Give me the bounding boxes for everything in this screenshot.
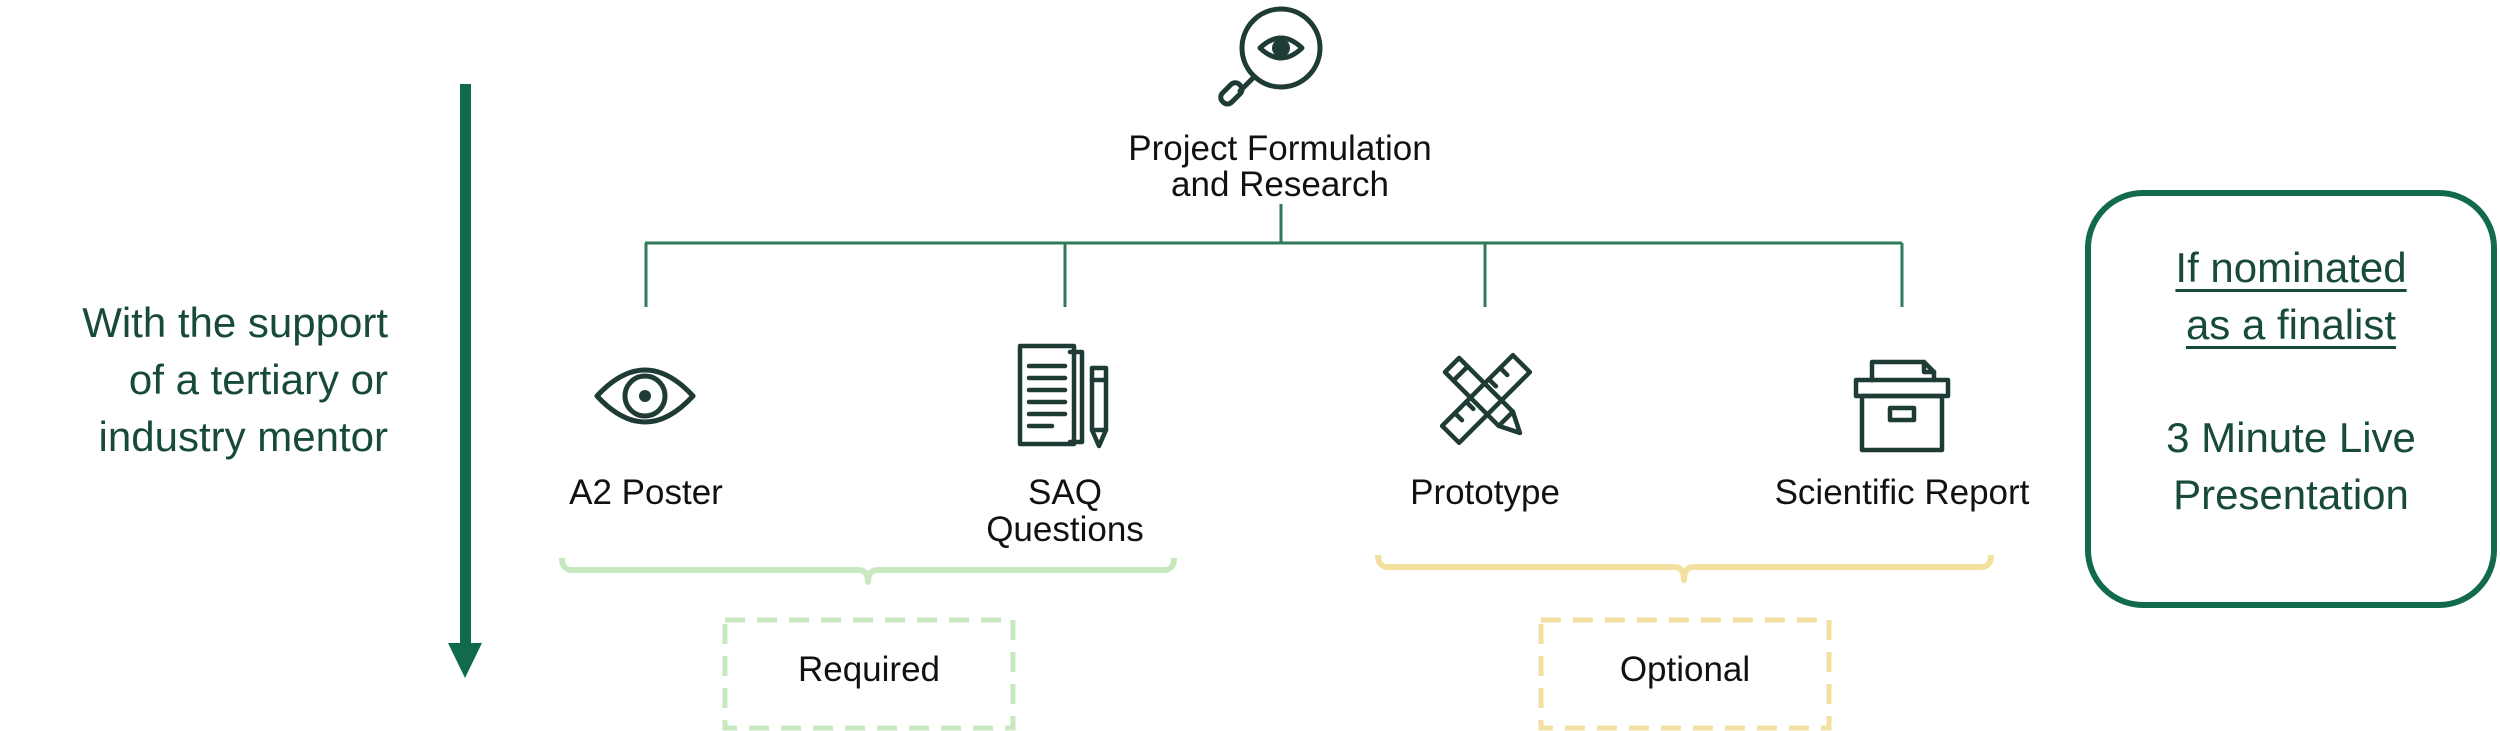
pencil-ruler-icon (1439, 352, 1533, 446)
required-tag: Required (722, 620, 1016, 720)
finalist-heading-line: as a finalist (2185, 301, 2397, 348)
component-label-line: Questions (986, 510, 1144, 549)
document-pencil-icon (1017, 343, 1109, 449)
eye-icon (594, 367, 696, 425)
mentor-support-note: With the support of a tertiary or indust… (0, 294, 388, 465)
finalist-box: If nominated as a finalist 3 Minute Live… (2085, 190, 2497, 608)
component-label-line: A2 Poster (569, 473, 723, 512)
finalist-body-line: 3 Minute Live (2166, 414, 2416, 461)
mentor-note-line: With the support (82, 299, 388, 346)
component-label-scientific-report: Scientific Report (1752, 474, 2052, 511)
downward-arrow (448, 84, 482, 678)
archive-box-icon (1853, 359, 1951, 453)
component-label-saq: SAQ Questions (915, 474, 1215, 548)
magnifier-eye-icon (1218, 6, 1323, 107)
component-label-prototype: Prototype (1335, 474, 1635, 511)
component-label-a2-poster: A2 Poster (496, 474, 796, 511)
mentor-note-line: industry mentor (98, 413, 388, 460)
optional-tag: Optional (1538, 620, 1832, 720)
optional-group-brace (1375, 554, 1994, 583)
component-label-line: Prototype (1410, 473, 1560, 512)
finalist-body-line: Presentation (2173, 471, 2409, 518)
required-tag-outline (722, 617, 1016, 731)
required-tag-label: Required (797, 650, 941, 689)
mentor-note-line: of a tertiary or (128, 356, 388, 403)
finalist-presentation: 3 Minute Live Presentation (2091, 409, 2491, 523)
finalist-heading: If nominated as a finalist (2091, 239, 2491, 353)
finalist-heading-line: If nominated (2175, 244, 2407, 291)
optional-tag-outline (1538, 617, 1832, 731)
component-label-line: SAQ (1028, 473, 1102, 512)
root-node-label: Project Formulation and Research (1080, 131, 1480, 203)
optional-tag-label: Optional (1619, 650, 1751, 689)
root-label-line: Project Formulation (1128, 129, 1432, 168)
root-label-line: and Research (1171, 165, 1389, 204)
component-label-line: Scientific Report (1774, 473, 2030, 512)
required-group-brace (559, 557, 1177, 585)
